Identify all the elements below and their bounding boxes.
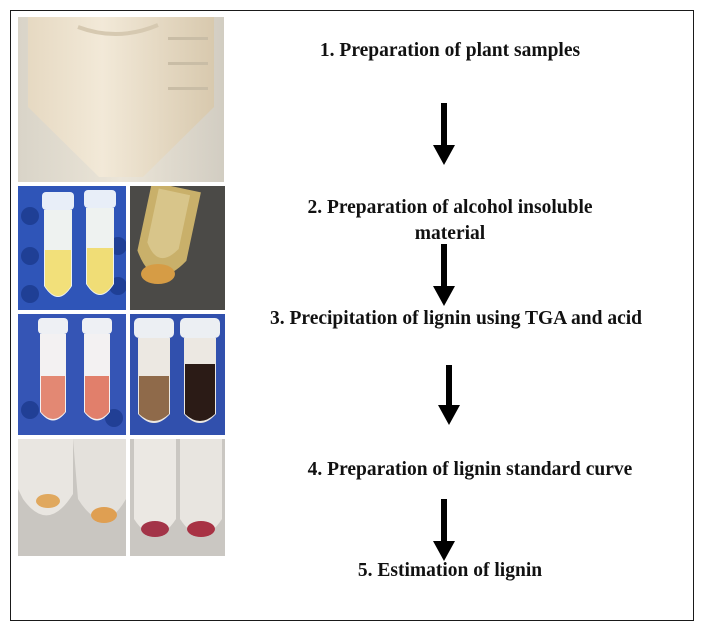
step-2-label-line2: material xyxy=(414,223,486,244)
arrow-down-icon xyxy=(438,365,460,425)
arrow-down-icon xyxy=(433,499,455,561)
step-1-label: 1. Preparation of plant samples xyxy=(319,40,581,61)
falcon-tube-plant-sample-photo xyxy=(18,17,224,182)
red-tga-tubes-photo xyxy=(18,314,126,435)
step-5-label: 5. Estimation of lignin xyxy=(357,560,543,581)
arrow-down-icon xyxy=(433,244,455,306)
step-2-label: 2. Preparation of alcohol insoluble xyxy=(307,197,593,218)
brown-acid-tubes-photo xyxy=(130,314,225,435)
arrow-down-icon xyxy=(433,103,455,165)
yellow-suspension-tubes-photo xyxy=(18,186,126,310)
alcohol-insoluble-pellet-photo xyxy=(130,186,225,310)
red-pellet-tubes-photo xyxy=(130,439,225,556)
orange-pellet-tubes-photo xyxy=(18,439,126,556)
step-4-label: 4. Preparation of lignin standard curve xyxy=(307,459,633,480)
step-3-label: 3. Precipitation of lignin using TGA and… xyxy=(269,308,643,329)
